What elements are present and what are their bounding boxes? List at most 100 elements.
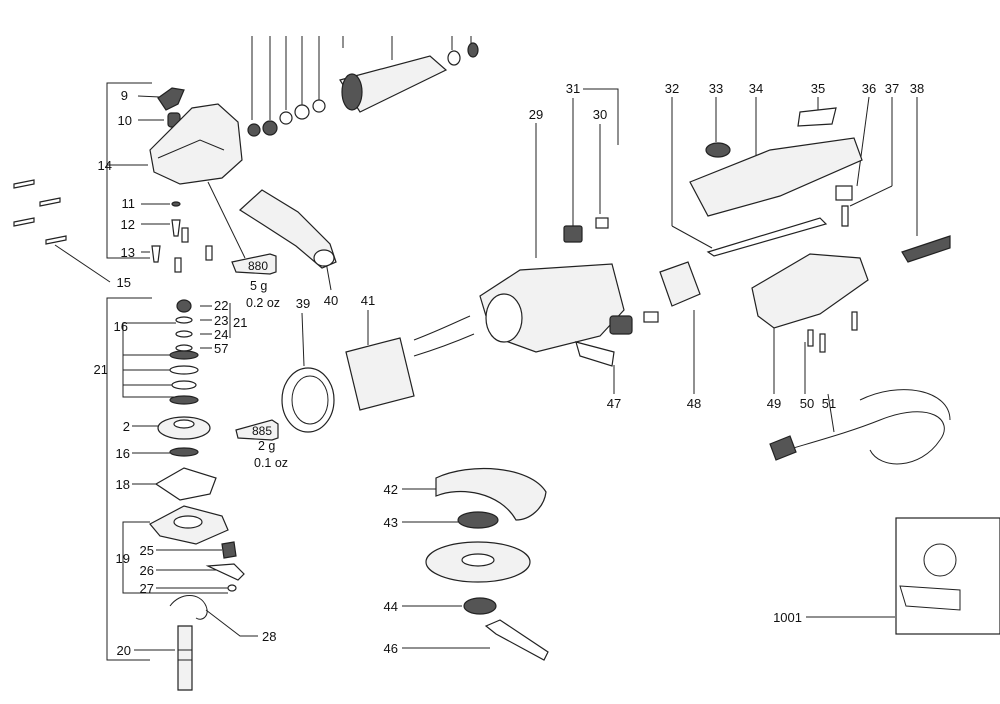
callout-16-upper: 16 xyxy=(114,319,128,334)
part-47-foil xyxy=(575,341,615,367)
callout-35: 35 xyxy=(811,81,825,96)
part-48-switch xyxy=(659,261,701,307)
part-30-brush xyxy=(595,217,609,229)
callout-21-left: 21 xyxy=(94,362,108,377)
callout-34: 34 xyxy=(749,81,763,96)
part-bearing-1 xyxy=(247,123,261,137)
part-24-ring xyxy=(175,330,193,338)
part-42-guard xyxy=(435,467,547,521)
callout-13: 13 xyxy=(121,245,135,260)
part-nut-top xyxy=(262,120,278,136)
part-41-stator xyxy=(345,337,415,411)
callout-40: 40 xyxy=(324,293,338,308)
part-26-button xyxy=(205,563,245,581)
callout-27: 27 xyxy=(140,581,154,596)
callout-25: 25 xyxy=(140,543,154,558)
part-43-flange xyxy=(457,511,499,529)
part-32-rod xyxy=(706,217,828,257)
callout-26: 26 xyxy=(140,563,154,578)
callout-labels: 9 10 14 11 12 13 15 22 23 24 57 16 21 21… xyxy=(94,81,925,658)
callout-19: 19 xyxy=(116,551,130,566)
leader-lines xyxy=(54,36,918,651)
callout-47: 47 xyxy=(607,396,621,411)
callout-11: 11 xyxy=(122,196,136,211)
callout-37: 37 xyxy=(885,81,899,96)
callout-16-lower: 16 xyxy=(116,446,130,461)
part-46-spanner xyxy=(484,619,549,661)
part-57-ring xyxy=(175,344,193,352)
part-13-screw xyxy=(151,245,161,263)
tube-885-ounces: 0.1 oz xyxy=(254,456,288,470)
tube-885-weight: 2 g xyxy=(258,439,275,453)
callout-48: 48 xyxy=(687,396,701,411)
part-27-spring xyxy=(227,584,237,592)
part-39-baffle xyxy=(281,367,335,433)
callout-44: 44 xyxy=(384,599,398,614)
callout-22: 22 xyxy=(214,298,228,313)
callout-21-right: 21 xyxy=(233,315,247,330)
part-37-screw xyxy=(841,205,849,227)
part-25-lock xyxy=(221,541,237,559)
parts-drawings: 880 885 xyxy=(13,42,1000,691)
callout-1001: 1001 xyxy=(773,610,802,625)
callout-23: 23 xyxy=(214,313,228,328)
tube-880-code: 880 xyxy=(248,259,268,273)
callout-42: 42 xyxy=(384,482,398,497)
callout-9: 9 xyxy=(121,88,128,103)
part-1001-inset xyxy=(895,517,1000,635)
callout-30: 30 xyxy=(593,107,607,122)
part-11-ring xyxy=(171,201,181,207)
callout-57: 57 xyxy=(214,341,228,356)
part-31-brush-holder xyxy=(563,225,583,243)
part-35-label xyxy=(797,107,837,127)
callout-28: 28 xyxy=(262,629,276,644)
part-23-washer xyxy=(175,316,193,324)
part-49-rear-housing xyxy=(751,253,869,329)
callout-18: 18 xyxy=(116,477,130,492)
callout-38: 38 xyxy=(910,81,924,96)
part-12-pin xyxy=(171,219,181,237)
callout-15: 15 xyxy=(117,275,131,290)
part-36-clip xyxy=(835,185,853,201)
callout-41: 41 xyxy=(361,293,375,308)
part-51-cable xyxy=(779,411,945,465)
callout-14: 14 xyxy=(98,158,112,173)
callout-43: 43 xyxy=(384,515,398,530)
tube-notes: 5 g 0.2 oz 2 g 0.1 oz xyxy=(246,279,288,470)
part-18-gasket xyxy=(154,467,217,501)
part-44-nut xyxy=(463,597,497,615)
part-33-button xyxy=(705,142,731,158)
callout-32: 32 xyxy=(665,81,679,96)
callout-20: 20 xyxy=(117,643,131,658)
callout-33: 33 xyxy=(709,81,723,96)
callout-39: 39 xyxy=(296,296,310,311)
tube-885 xyxy=(235,419,279,441)
callout-24: 24 xyxy=(214,327,228,342)
callout-46: 46 xyxy=(384,641,398,656)
callout-31: 31 xyxy=(566,81,580,96)
part-20-spindle xyxy=(177,625,193,691)
callout-10: 10 xyxy=(118,113,132,128)
part-9-lever xyxy=(157,87,185,111)
callout-29: 29 xyxy=(529,107,543,122)
tube-880-ounces: 0.2 oz xyxy=(246,296,280,310)
part-22-nut xyxy=(176,299,192,313)
callout-36: 36 xyxy=(862,81,876,96)
part-50-screws xyxy=(807,329,814,347)
tube-880-weight: 5 g xyxy=(250,279,267,293)
tube-885-code: 885 xyxy=(252,424,272,438)
tube-880 xyxy=(231,253,277,275)
part-40-handle xyxy=(239,189,337,269)
callout-50: 50 xyxy=(800,396,814,411)
part-38-cable xyxy=(901,235,951,263)
callout-2: 2 xyxy=(123,419,130,434)
part-14-gear-housing xyxy=(149,103,243,185)
part-28-clip xyxy=(169,595,208,620)
part-34-cover xyxy=(689,137,863,217)
callout-49: 49 xyxy=(767,396,781,411)
callout-12: 12 xyxy=(121,217,135,232)
part-15-screws xyxy=(13,179,35,189)
callout-51: 51 xyxy=(822,396,836,411)
bracket-lines xyxy=(106,82,619,661)
